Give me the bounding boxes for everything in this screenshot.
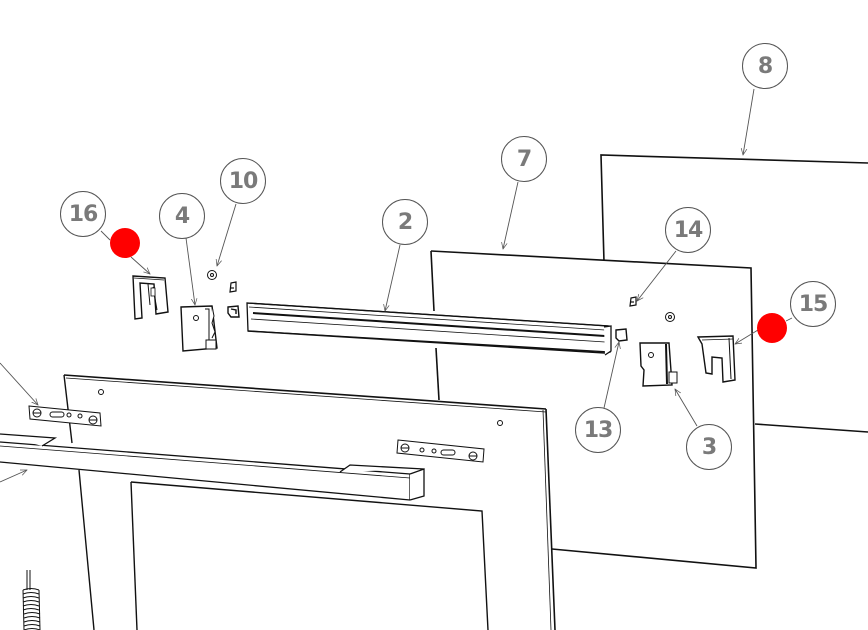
spring xyxy=(22,570,41,630)
small-clip-left-lower xyxy=(227,305,240,318)
small-clip-left-upper xyxy=(229,281,237,293)
callout-part-2[interactable]: 2 xyxy=(382,199,428,245)
part-15-bracket xyxy=(696,335,736,383)
callout-part-13[interactable]: 13 xyxy=(575,407,621,453)
hinge-plate-right xyxy=(396,439,485,463)
hotspot-marker-part-15[interactable] xyxy=(757,313,787,343)
part-3-bracket xyxy=(639,342,678,387)
part-16-bracket xyxy=(132,275,169,320)
front-door-panel xyxy=(63,374,556,630)
callout-part-10[interactable]: 10 xyxy=(220,158,266,204)
washer-right xyxy=(665,312,675,322)
callout-part-8[interactable]: 8 xyxy=(742,43,788,89)
part-2-top-rail xyxy=(246,302,612,356)
part-4-bracket xyxy=(180,305,218,352)
callout-part-4[interactable]: 4 xyxy=(159,193,205,239)
callout-part-14[interactable]: 14 xyxy=(665,207,711,253)
callout-part-16[interactable]: 16 xyxy=(60,191,106,237)
leader-lines xyxy=(0,88,793,483)
callout-part-15[interactable]: 15 xyxy=(790,281,836,327)
callout-part-7[interactable]: 7 xyxy=(501,136,547,182)
callout-part-3[interactable]: 3 xyxy=(686,424,732,470)
part-10-washer xyxy=(207,270,217,280)
hinge-plate-left xyxy=(28,405,102,427)
part-14-clip xyxy=(629,296,637,307)
hotspot-marker-part-16[interactable] xyxy=(110,228,140,258)
door-handle xyxy=(0,433,425,501)
part-13-clip xyxy=(615,328,628,342)
